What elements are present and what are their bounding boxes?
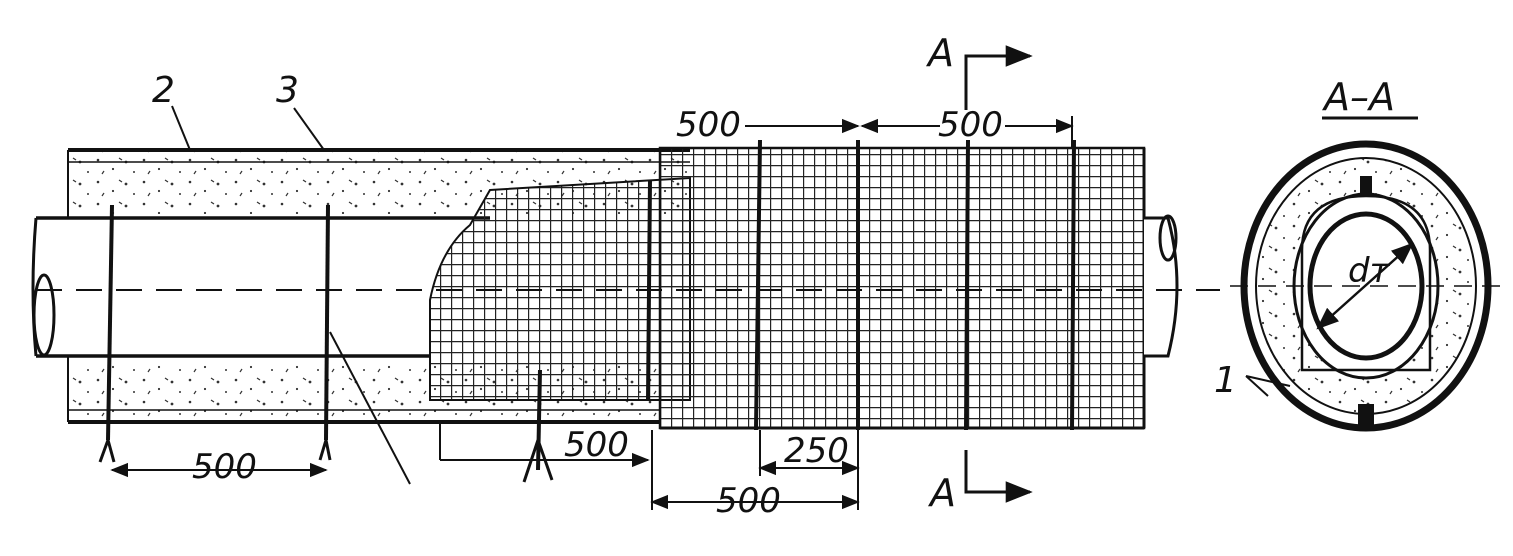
leader-line-3: [293, 107, 325, 151]
pipe-longitudinal-view: [31, 105, 1220, 485]
binding-wires: [106, 139, 1076, 471]
part-label-3: 3: [276, 70, 299, 111]
dim-label-250: 250: [784, 431, 849, 471]
seam-bottom: [1358, 404, 1374, 428]
dim-label-500-b: 500: [564, 425, 629, 465]
section-title: A–A: [1321, 75, 1395, 119]
dim-label-500-d: 500: [676, 105, 741, 145]
leader-line-2: [171, 105, 191, 151]
dimensions: [110, 116, 1074, 510]
pipe-end-left: [32, 273, 56, 357]
pipe-end-right: [1144, 214, 1179, 358]
section-mark-bottom: A: [927, 471, 956, 515]
section-mark-top: A: [925, 31, 954, 75]
section-cut-markers: [964, 45, 1033, 503]
dim-label-500-c: 500: [716, 481, 781, 521]
seam-top: [1360, 176, 1372, 196]
diameter-line: [1316, 242, 1414, 330]
dim-label-500-a: 500: [192, 447, 257, 487]
bare-pipe: [31, 216, 490, 358]
diameter-label: dт: [1348, 251, 1391, 291]
leader-line-pipe: [329, 331, 411, 485]
dim-label-500-e: 500: [938, 105, 1003, 145]
cross-section-view: [1230, 116, 1500, 432]
part-label-2: 2: [152, 70, 175, 111]
part-label-1: 1: [1214, 360, 1237, 401]
heating-element-loop: [1300, 194, 1432, 372]
leader-line-1: [1245, 375, 1291, 397]
